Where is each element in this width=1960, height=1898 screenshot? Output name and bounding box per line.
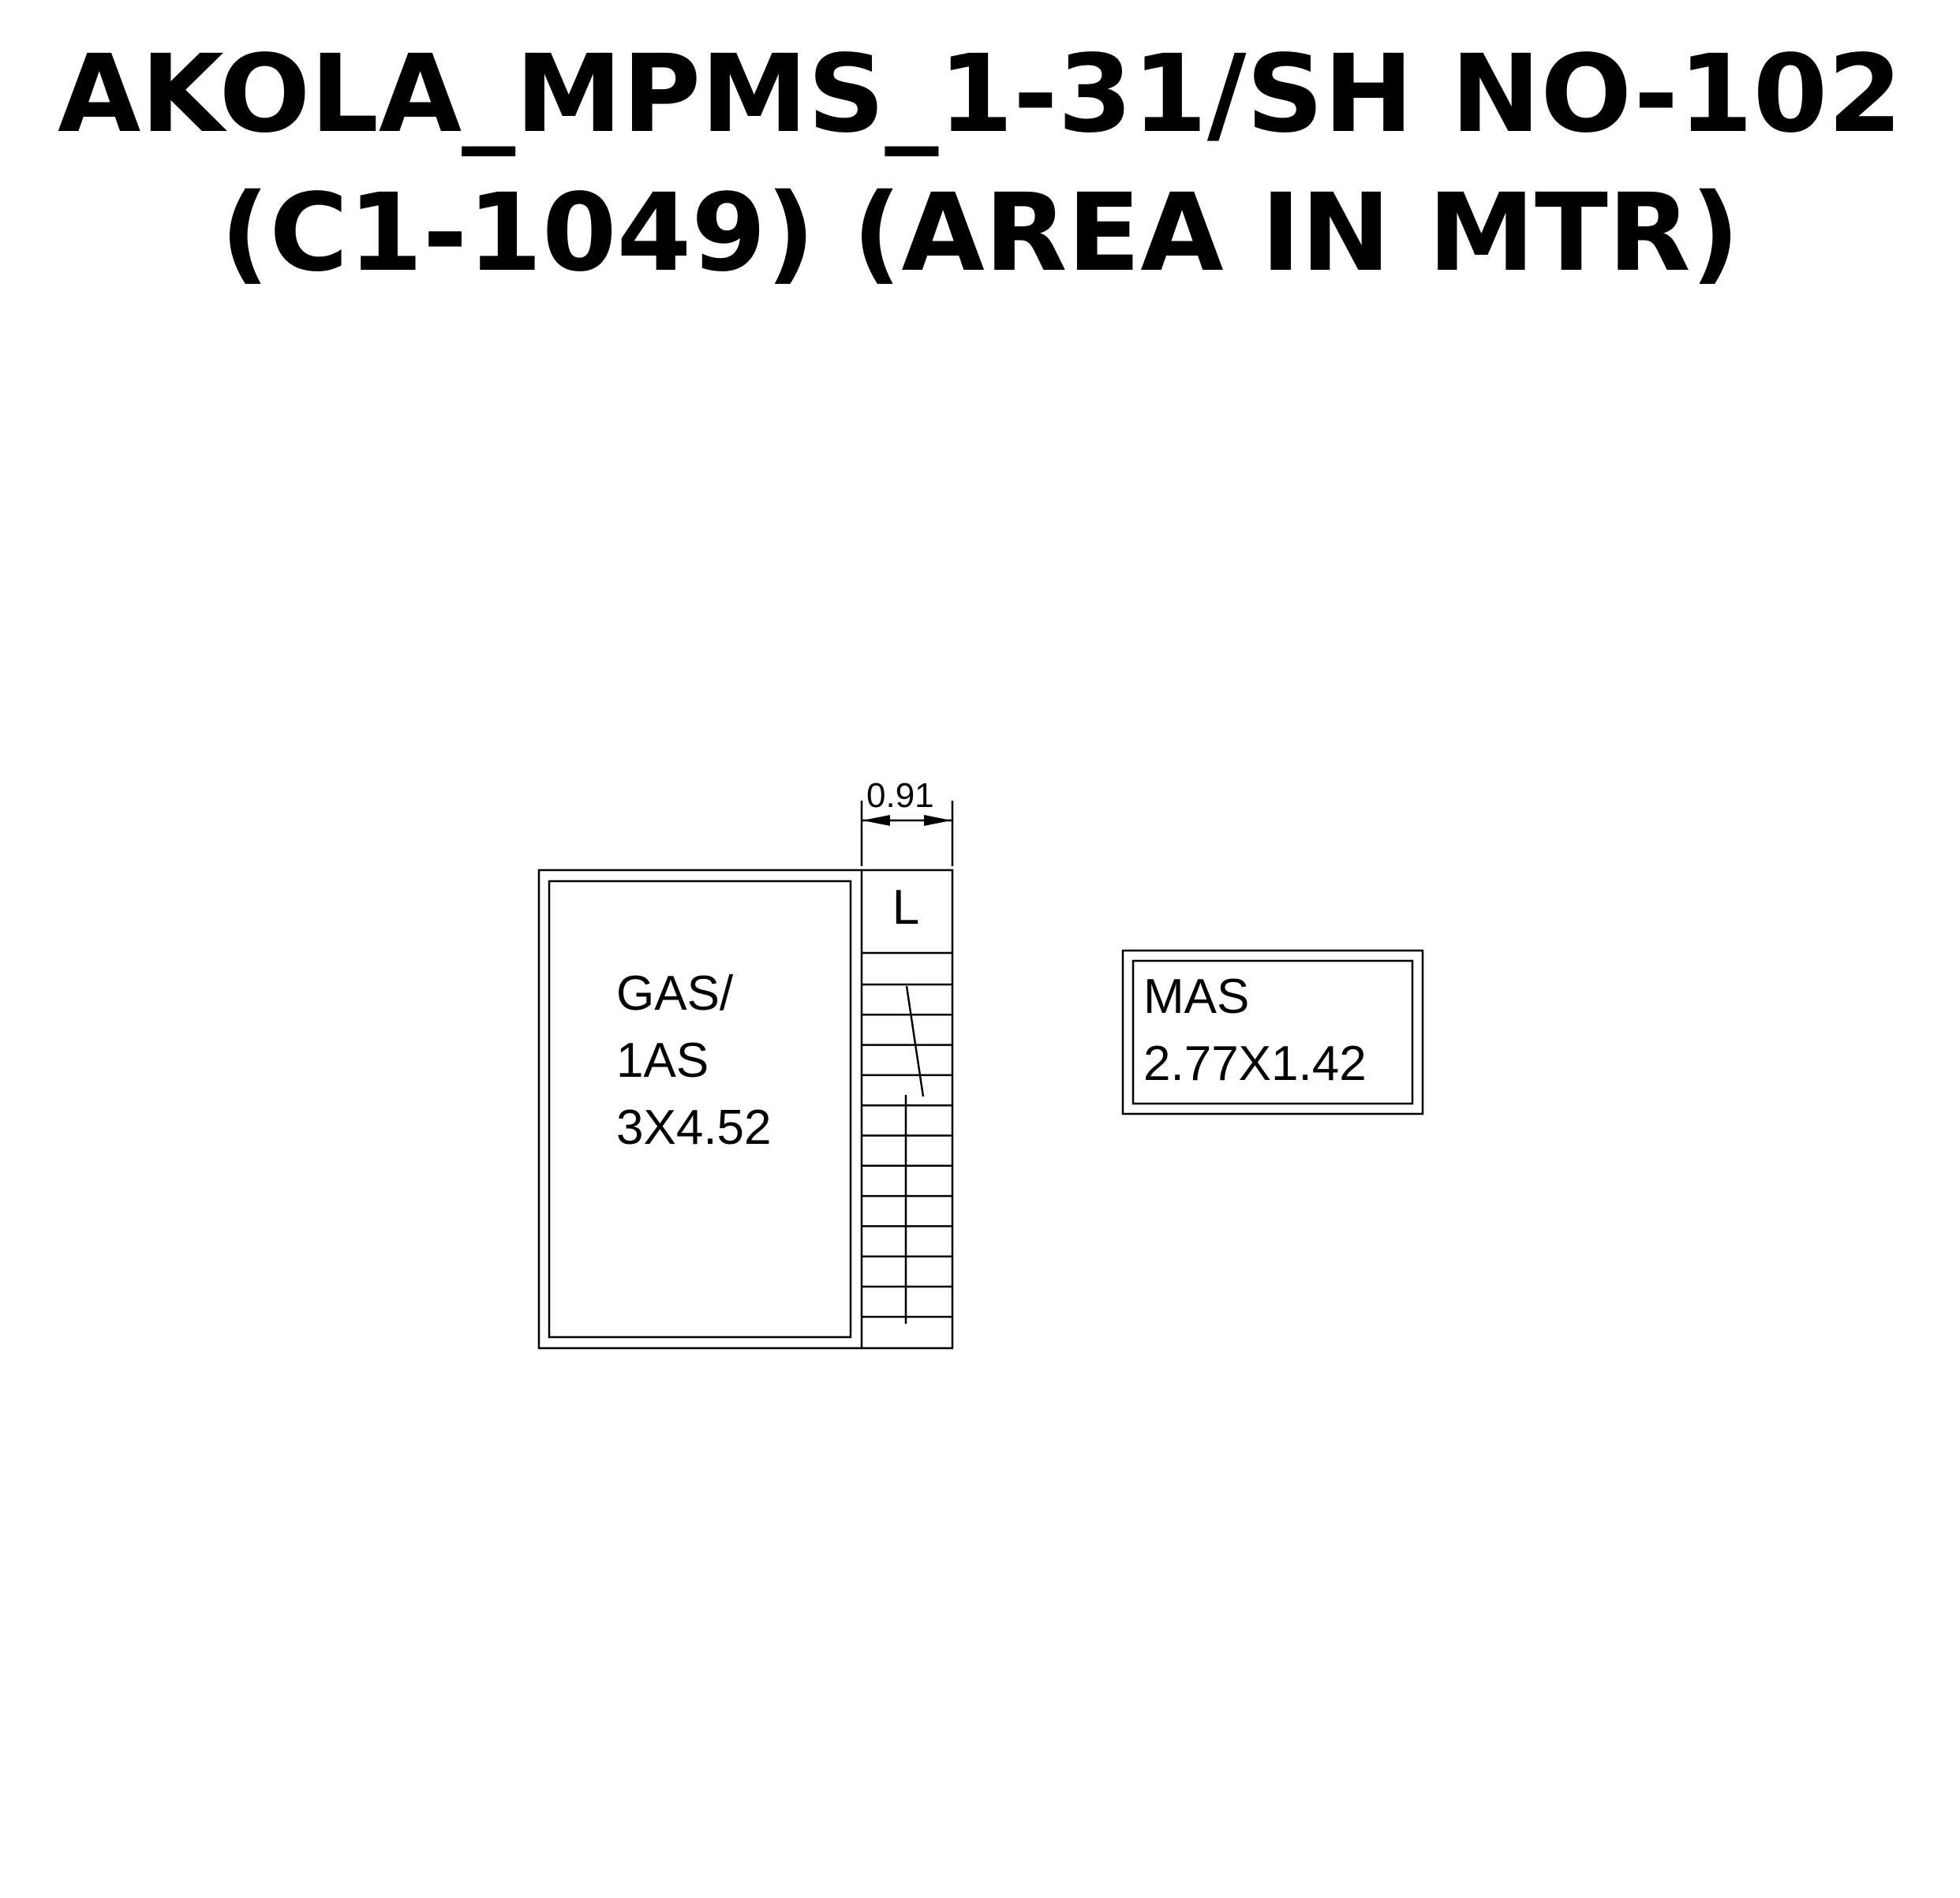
room-label-line-2: 1AS	[616, 1033, 709, 1088]
room-label-line-1: GAS/	[616, 966, 734, 1021]
room-inner-wall	[548, 880, 852, 1339]
stair-break-line	[905, 985, 925, 1097]
building-outline	[537, 869, 954, 1350]
drawing-title-line-2: (C1-1049) (AREA IN MTR)	[220, 171, 1740, 296]
mas-room-inner-wall	[1131, 959, 1414, 1105]
stair-label: L	[892, 880, 919, 935]
room-label-line-3: 3X4.52	[616, 1100, 772, 1155]
dimension-label: 0.91	[866, 776, 934, 815]
stair-treads	[862, 983, 952, 1318]
mas-room-outer-wall	[1121, 949, 1424, 1115]
drawing-title-line-1: AKOLA_MPMS_1-31/SH NO-102	[58, 32, 1902, 157]
dimension-arrow-right	[924, 815, 952, 826]
mas-room-label-line-1: MAS	[1143, 970, 1249, 1024]
dimension-arrow-left	[862, 815, 890, 826]
mas-room-label-line-2: 2.77X1.42	[1143, 1037, 1367, 1091]
